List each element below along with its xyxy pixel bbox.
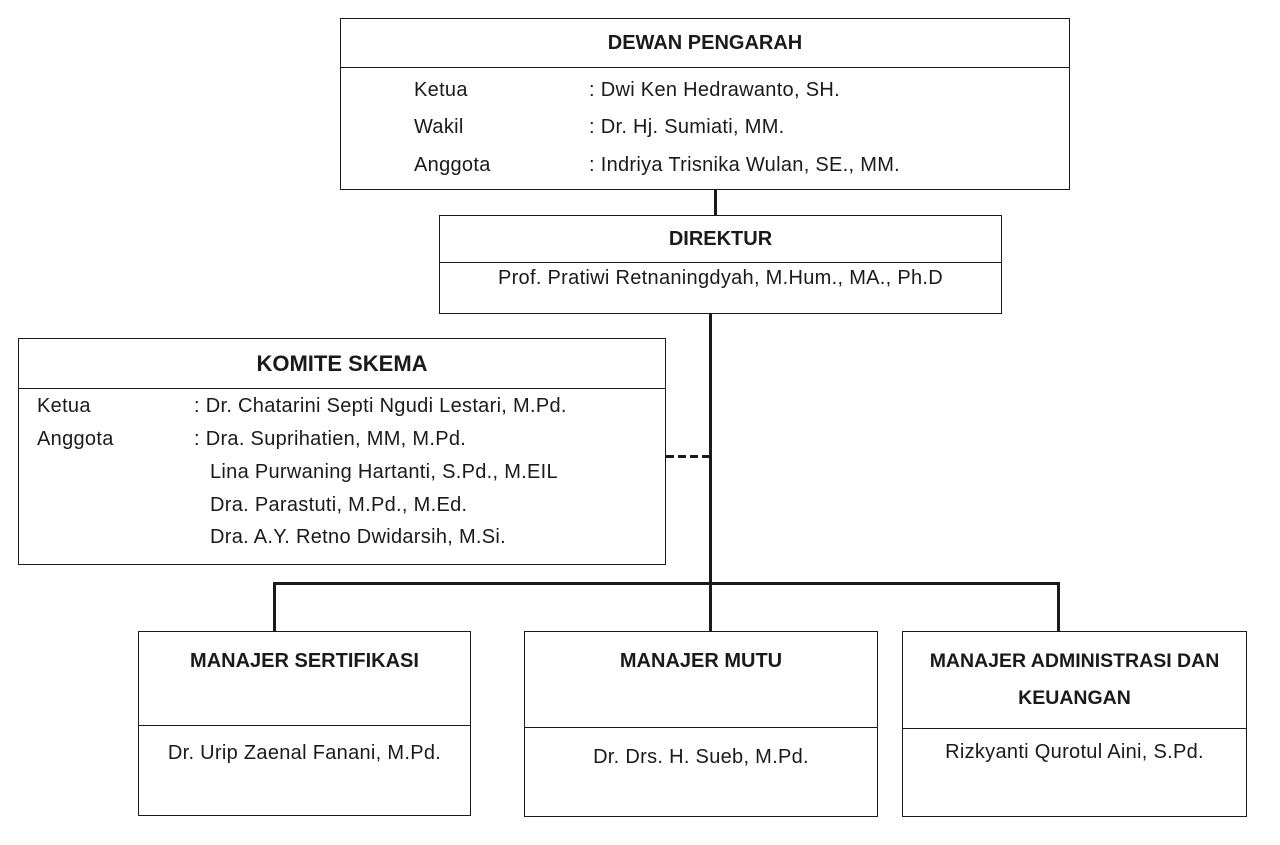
komite-skema-title: KOMITE SKEMA [19, 339, 665, 389]
komite-anggota-name-3: Dra. Parastuti, M.Pd., M.Ed. [210, 494, 468, 516]
connector-direktur-trunk [709, 313, 712, 585]
komite-anggota-name-2: Lina Purwaning Hartanti, S.Pd., M.EIL [210, 461, 558, 483]
connector-manager-mutu [709, 582, 712, 632]
manajer-admin-box: MANAJER ADMINISTRASI DAN KEUANGAN Rizkya… [902, 631, 1247, 817]
manajer-mutu-name: Dr. Drs. H. Sueb, M.Pd. [593, 746, 809, 768]
komite-anggota-name-1: : Dra. Suprihatien, MM, M.Pd. [194, 428, 467, 450]
connector-komite-dashed [666, 455, 709, 458]
manajer-mutu-title: MANAJER MUTU [525, 632, 877, 728]
manajer-sertifikasi-title: MANAJER SERTIFIKASI [139, 632, 470, 726]
connector-manager-sertifikasi [273, 582, 276, 632]
connector-manager-admin [1057, 582, 1060, 632]
manajer-admin-title: MANAJER ADMINISTRASI DAN KEUANGAN [903, 632, 1246, 729]
dewan-wakil-role: Wakil [414, 116, 464, 138]
dewan-wakil-name: : Dr. Hj. Sumiati, MM. [589, 116, 785, 138]
direktur-box: DIREKTUR Prof. Pratiwi Retnaningdyah, M.… [439, 215, 1002, 314]
manajer-mutu-box: MANAJER MUTU Dr. Drs. H. Sueb, M.Pd. [524, 631, 878, 817]
dewan-pengarah-box: DEWAN PENGARAH Ketua : Dwi Ken Hedrawant… [340, 18, 1070, 190]
dewan-pengarah-title: DEWAN PENGARAH [341, 19, 1069, 68]
connector-dewan-direktur [714, 189, 717, 216]
komite-skema-box: KOMITE SKEMA Ketua : Dr. Chatarini Septi… [18, 338, 666, 565]
komite-anggota-role: Anggota [37, 428, 114, 450]
dewan-anggota-name: : Indriya Trisnika Wulan, SE., MM. [589, 154, 901, 176]
direktur-name: Prof. Pratiwi Retnaningdyah, M.Hum., MA.… [497, 267, 944, 289]
manajer-sertifikasi-name: Dr. Urip Zaenal Fanani, M.Pd. [167, 742, 442, 764]
komite-anggota-name-4: Dra. A.Y. Retno Dwidarsih, M.Si. [210, 526, 507, 548]
komite-ketua-name: : Dr. Chatarini Septi Ngudi Lestari, M.P… [194, 395, 567, 417]
dewan-ketua-role: Ketua [414, 79, 468, 101]
manajer-sertifikasi-box: MANAJER SERTIFIKASI Dr. Urip Zaenal Fana… [138, 631, 471, 816]
connector-managers-bus [273, 582, 1060, 585]
komite-ketua-role: Ketua [37, 395, 91, 417]
manajer-admin-name: Rizkyanti Qurotul Aini, S.Pd. [945, 741, 1204, 763]
dewan-anggota-role: Anggota [414, 154, 491, 176]
direktur-title: DIREKTUR [440, 216, 1001, 263]
dewan-ketua-name: : Dwi Ken Hedrawanto, SH. [589, 79, 840, 101]
